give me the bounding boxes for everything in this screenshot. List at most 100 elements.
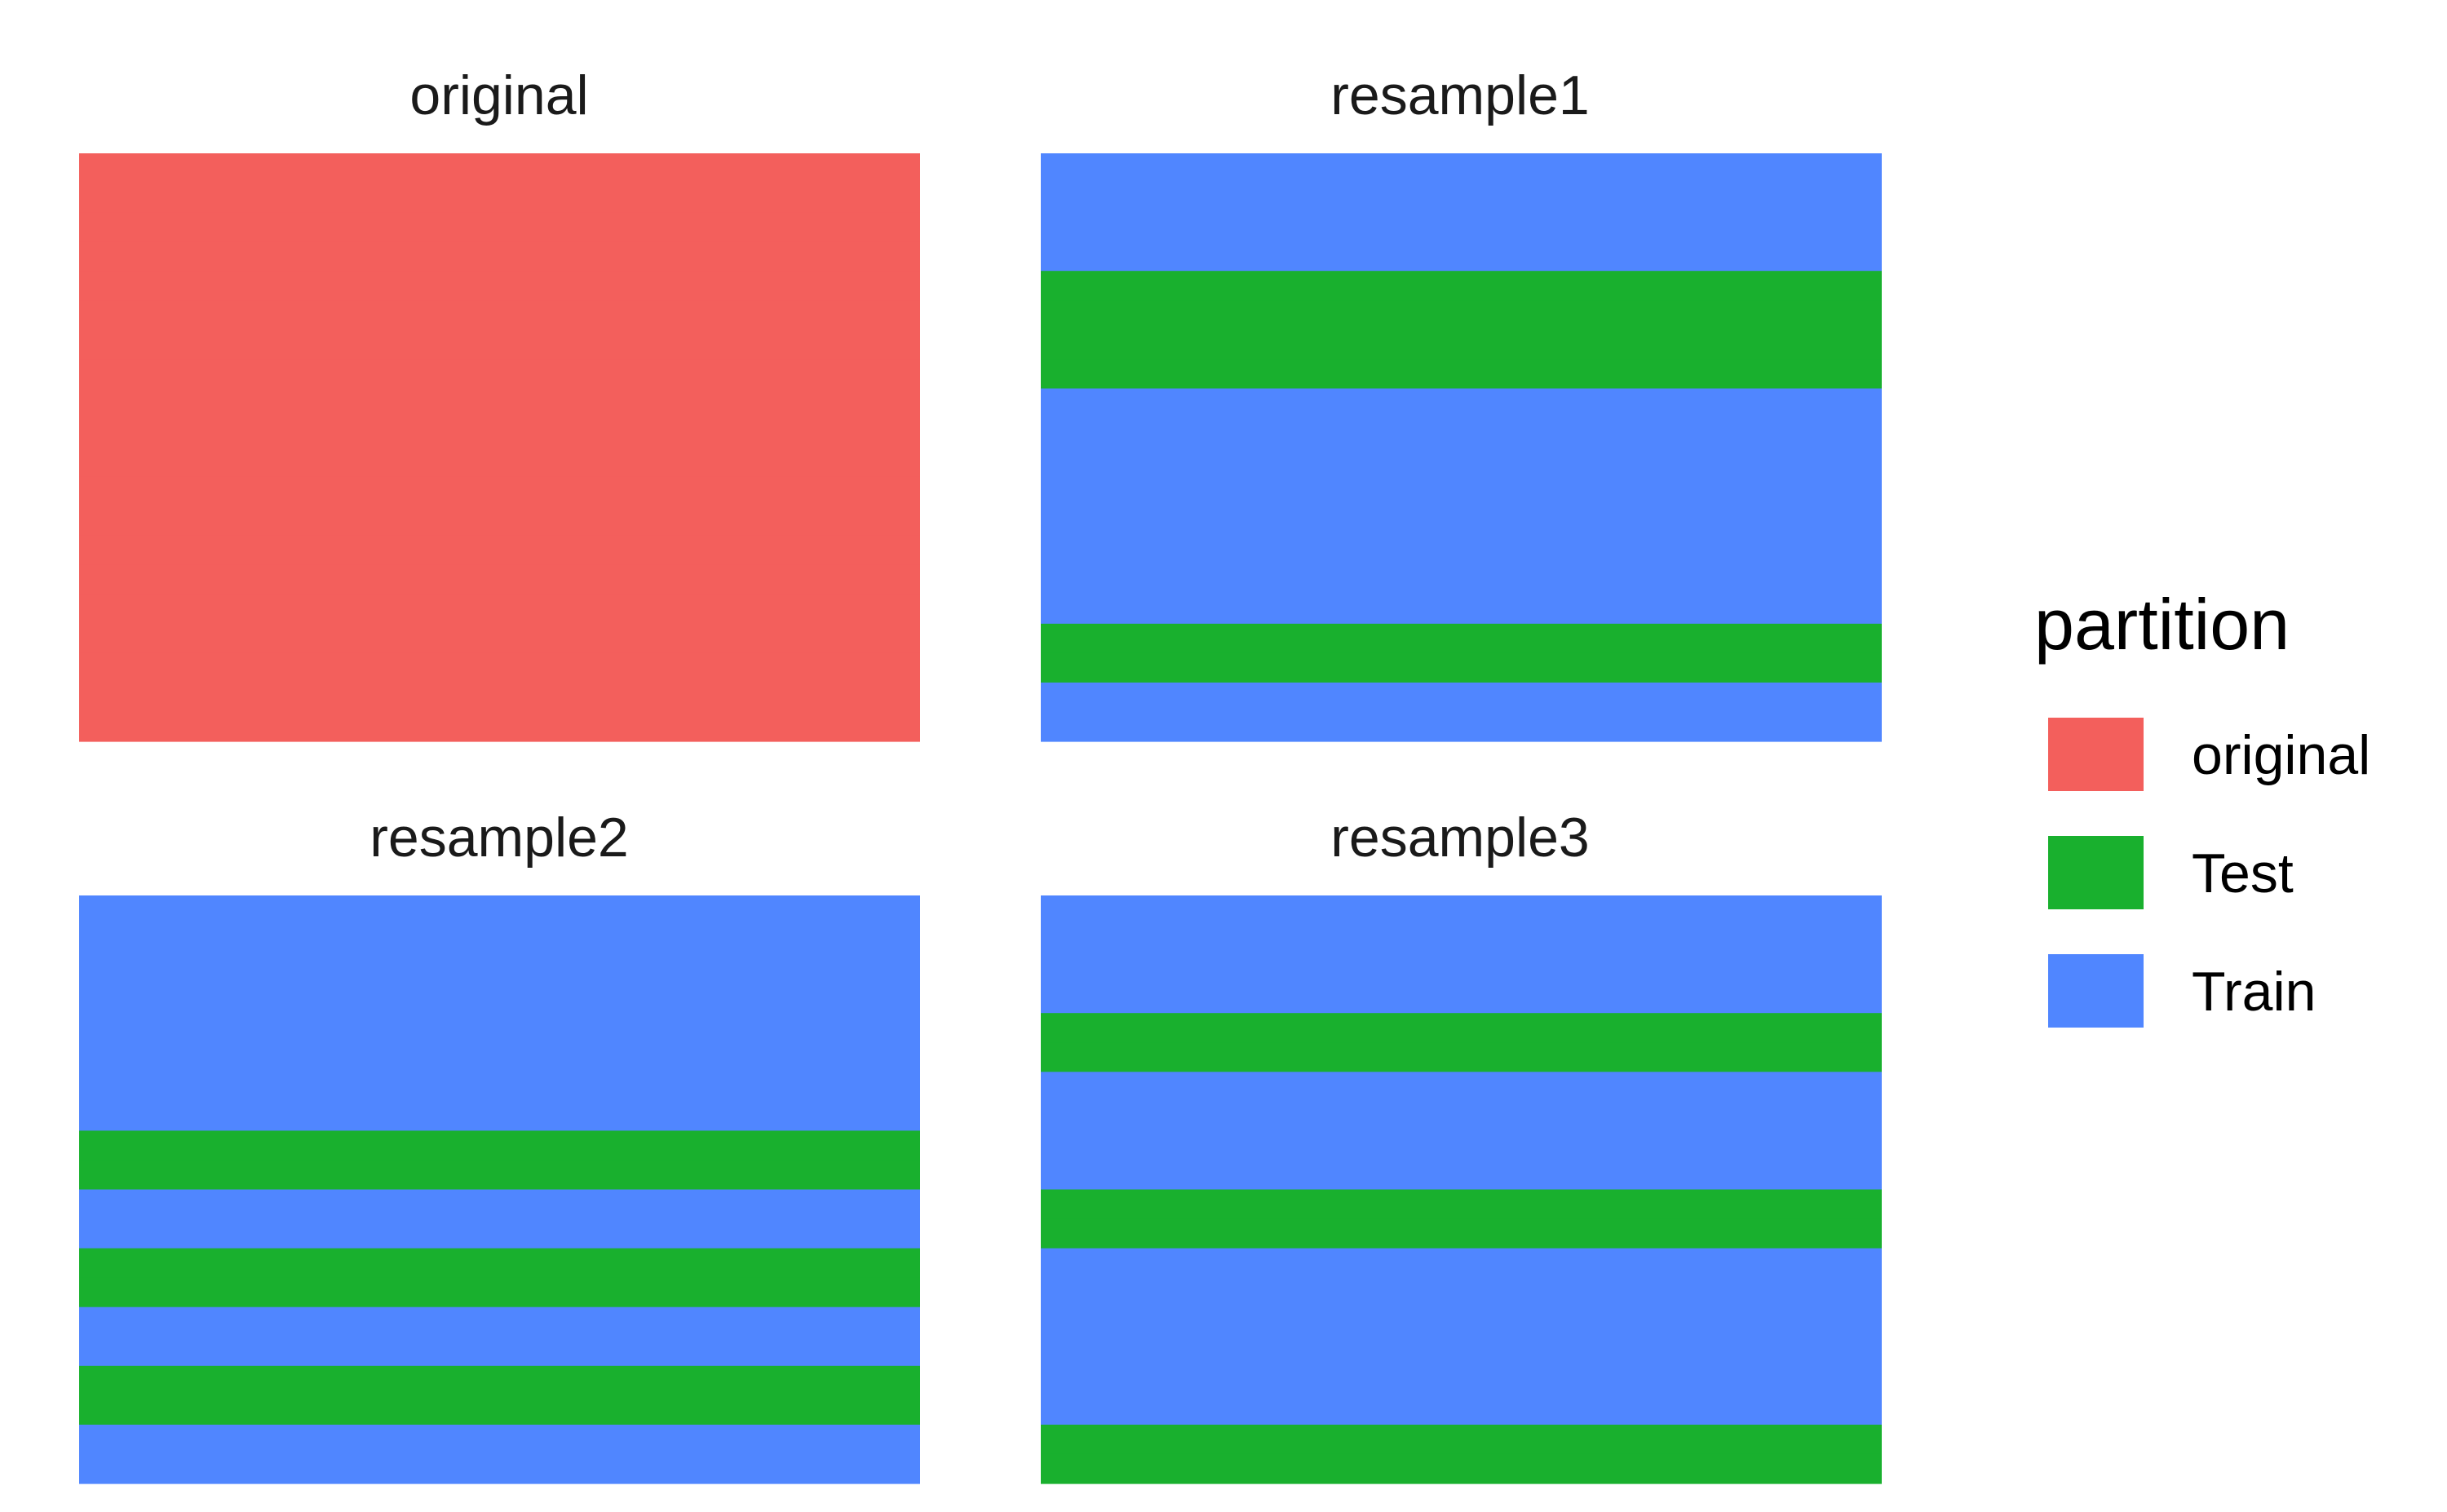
row-bar-train — [79, 1072, 920, 1102]
row-bar-train — [79, 1424, 920, 1455]
legend-label-original: original — [2192, 724, 2370, 786]
row-bar-test — [79, 1365, 920, 1396]
legend-label-test: Test — [2192, 842, 2294, 904]
row-bar-test — [79, 1248, 920, 1279]
row-bar-test — [79, 1160, 920, 1191]
row-bar-train — [79, 1013, 920, 1043]
row-bar-original — [79, 153, 920, 183]
row-bar-train — [79, 1042, 920, 1072]
row-bar-test — [1041, 1218, 1882, 1249]
row-bar-test — [1041, 271, 1882, 301]
row-bar-train — [1041, 388, 1882, 419]
row-bar-test — [1041, 623, 1882, 654]
legend-key-test — [2048, 836, 2144, 909]
row-bar-train — [1041, 535, 1882, 566]
row-bar-train — [79, 1101, 920, 1131]
row-bar-train — [1041, 1160, 1882, 1191]
row-bar-test — [1041, 300, 1882, 330]
row-bar-original — [79, 300, 920, 330]
panel-rows — [1041, 895, 1882, 1484]
row-bar-train — [1041, 1395, 1882, 1426]
row-bar-train — [1041, 682, 1882, 713]
row-bar-original — [79, 652, 920, 683]
row-bar-train — [1041, 1277, 1882, 1308]
row-bar-test — [1041, 1424, 1882, 1455]
row-bar-train — [1041, 212, 1882, 242]
row-bar-train — [79, 1336, 920, 1367]
row-bar-train — [1041, 1130, 1882, 1161]
row-bar-train — [1041, 1365, 1882, 1396]
row-bar-train — [1041, 476, 1882, 507]
row-bar-test — [1041, 1042, 1882, 1072]
facet-title-resample2: resample2 — [369, 807, 629, 869]
row-bar-original — [79, 447, 920, 478]
row-bar-train — [79, 984, 920, 1014]
legend-key-train — [2048, 954, 2144, 1028]
row-bar-train — [79, 1453, 920, 1484]
facet-title-resample1: resample1 — [1330, 64, 1590, 126]
row-bar-original — [79, 241, 920, 272]
panel-rows — [79, 153, 920, 742]
row-bar-train — [79, 1306, 920, 1337]
row-bar-train — [1041, 506, 1882, 537]
row-bar-test — [1041, 652, 1882, 683]
row-bar-original — [79, 564, 920, 595]
panel-rows — [1041, 153, 1882, 742]
panel-resample2: resample2 — [79, 807, 920, 1484]
row-bar-original — [79, 535, 920, 566]
panel-original: original — [79, 64, 920, 742]
row-bar-train — [1041, 153, 1882, 183]
row-bar-original — [79, 418, 920, 449]
row-bar-train — [1041, 954, 1882, 984]
row-bar-train — [1041, 984, 1882, 1014]
facet-title-original: original — [409, 64, 588, 126]
row-bar-train — [1041, 1248, 1882, 1279]
row-bar-test — [1041, 329, 1882, 360]
legend-key-original — [2048, 718, 2144, 791]
row-bar-original — [79, 594, 920, 625]
row-bar-test — [1041, 1453, 1882, 1484]
panel-resample1: resample1 — [1041, 64, 1882, 742]
row-bar-original — [79, 329, 920, 360]
row-bar-train — [1041, 447, 1882, 478]
row-bar-train — [1041, 1072, 1882, 1102]
row-bar-original — [79, 212, 920, 242]
row-bar-test — [79, 1277, 920, 1308]
row-bar-train — [79, 895, 920, 926]
row-bar-original — [79, 359, 920, 389]
row-bar-test — [1041, 359, 1882, 389]
row-bar-train — [1041, 594, 1882, 625]
row-bar-original — [79, 711, 920, 742]
row-bar-test — [1041, 1189, 1882, 1220]
row-bar-original — [79, 388, 920, 419]
row-bar-original — [79, 476, 920, 507]
row-bar-train — [79, 925, 920, 955]
row-bar-train — [79, 954, 920, 984]
row-bar-original — [79, 682, 920, 713]
row-bar-train — [1041, 418, 1882, 449]
panel-rows — [79, 895, 920, 1484]
legend-label-train: Train — [2192, 961, 2316, 1023]
row-bar-train — [1041, 241, 1882, 272]
row-bar-train — [79, 1189, 920, 1220]
row-bar-train — [79, 1218, 920, 1249]
row-bar-test — [79, 1130, 920, 1161]
row-bar-test — [79, 1395, 920, 1426]
row-bar-train — [1041, 183, 1882, 213]
row-bar-original — [79, 271, 920, 301]
row-bar-original — [79, 506, 920, 537]
row-bar-train — [1041, 895, 1882, 926]
facet-title-resample3: resample3 — [1330, 807, 1590, 869]
panel-resample3: resample3 — [1041, 807, 1882, 1484]
legend-title: partition — [2034, 584, 2290, 665]
row-bar-train — [1041, 925, 1882, 955]
row-bar-train — [1041, 1101, 1882, 1131]
row-bar-train — [1041, 564, 1882, 595]
row-bar-original — [79, 623, 920, 654]
row-bar-test — [1041, 1013, 1882, 1043]
row-bar-train — [1041, 1336, 1882, 1367]
row-bar-original — [79, 183, 920, 213]
